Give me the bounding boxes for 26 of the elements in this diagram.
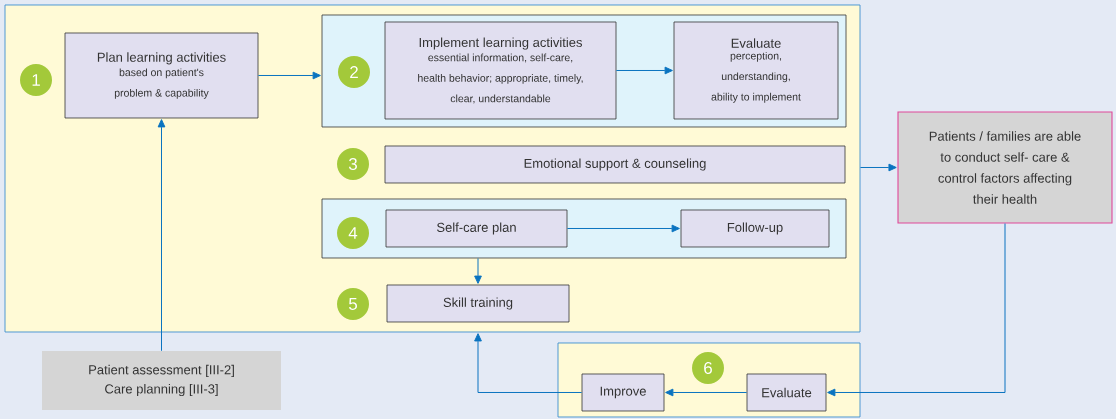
process-box: Evaluate perception, understanding, ability to implement <box>673 21 839 120</box>
process-box: Emotional support & counseling <box>384 145 846 184</box>
number-badge: 5 <box>337 288 369 320</box>
arrow <box>257 71 321 80</box>
outcome-box: Patients / families are able to conduct self- care & control factors affecting their health <box>897 111 1113 224</box>
number-badge: 1 <box>20 64 52 96</box>
process-box: Follow-up <box>680 209 830 248</box>
process-box: Improve <box>581 373 665 412</box>
number-badge: 3 <box>337 148 369 180</box>
number-badge: 4 <box>337 217 369 249</box>
process-box: Implement learning activities essential information, self-care, health behavior; appropriate, timely, clear, understandable <box>384 21 617 120</box>
source-box: Patient assessment [III-2] Care planning [III-3] <box>42 351 281 410</box>
number-badge: 6 <box>692 352 724 384</box>
arrow <box>157 119 166 352</box>
number-badge: 2 <box>338 56 370 88</box>
arrow <box>615 66 673 75</box>
arrow <box>665 388 748 397</box>
arrow <box>859 163 897 172</box>
arrow <box>827 223 1006 397</box>
arrow <box>566 224 680 233</box>
process-box: Plan learning activities based on patient's problem & capability <box>64 32 259 119</box>
process-box: Skill training <box>386 284 570 323</box>
process-box: Self-care plan <box>385 209 568 248</box>
process-box: Evaluate <box>746 373 827 412</box>
arrow <box>474 333 583 393</box>
arrow <box>474 257 482 284</box>
